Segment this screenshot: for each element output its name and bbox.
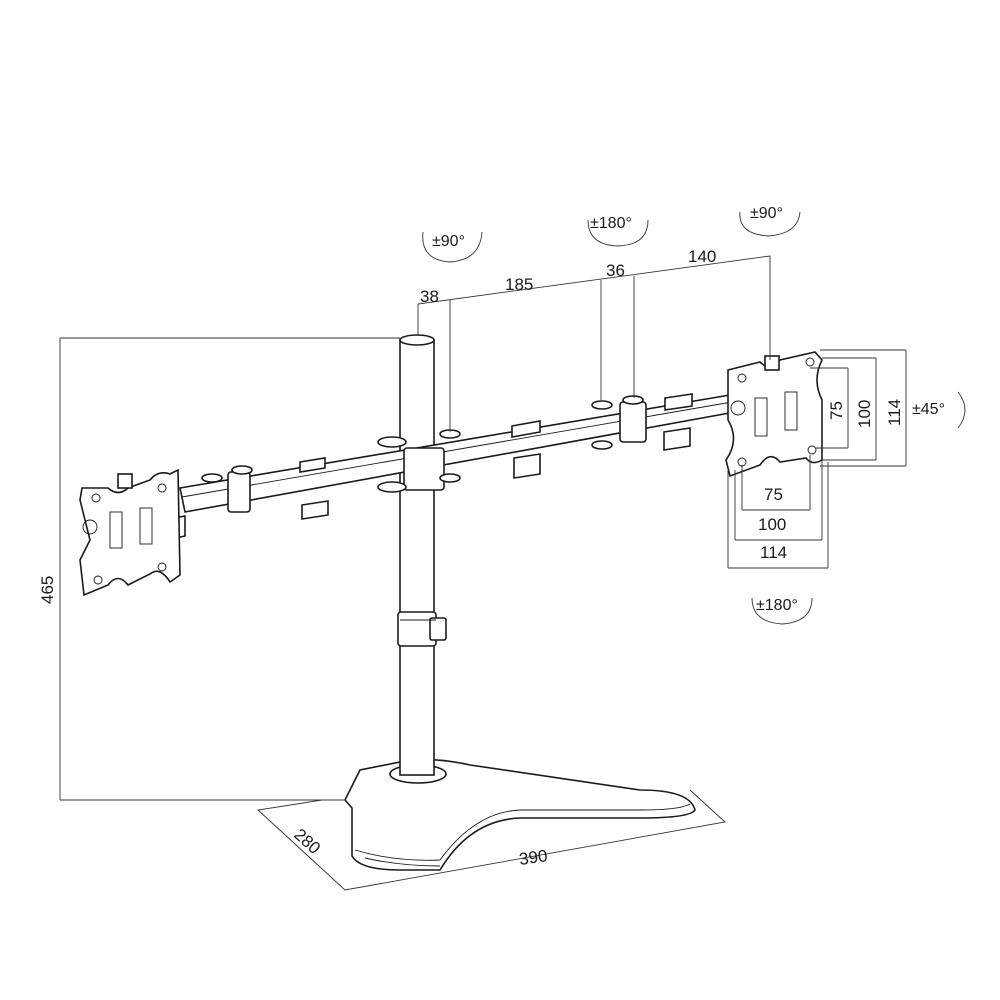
stand-pole — [397, 334, 447, 776]
head-rotate-label: ±45° — [912, 401, 945, 418]
vesa-v100-label: 100 — [855, 400, 874, 428]
left-vesa-plate — [79, 468, 181, 597]
arm-swivel-arrow-icon — [422, 231, 483, 263]
head-swivel-label: ±180° — [756, 597, 798, 614]
forearm-label: 140 — [688, 247, 716, 266]
base-width-label: 390 — [518, 846, 549, 869]
pole-offset-label: 38 — [420, 287, 439, 306]
rotation-labels: ±90° ±180° ±90° ±45° ±180° — [432, 205, 945, 614]
right-vesa-plate — [725, 351, 823, 478]
arm-swivel-label: ±90° — [432, 233, 465, 250]
arm-span-label: 185 — [505, 275, 533, 294]
joint-width-label: 36 — [606, 261, 625, 280]
head-tilt-arrow-icon — [739, 211, 801, 237]
elbow-swivel-arrow-icon — [587, 219, 649, 247]
rotation-arrows — [422, 211, 966, 625]
vesa-h75-label: 75 — [764, 485, 783, 504]
head-tilt-label: ±90° — [750, 205, 783, 222]
height-label: 465 — [38, 576, 57, 604]
dimension-lines — [59, 255, 907, 891]
vesa-h100-label: 100 — [758, 515, 786, 534]
vesa-v75-label: 75 — [827, 401, 846, 420]
head-rotate-arrow-icon — [957, 391, 966, 429]
head-swivel-arrow-icon — [751, 597, 813, 625]
vesa-v114-label: 114 — [885, 399, 904, 426]
base-depth-label: 280 — [290, 825, 324, 858]
elbow-swivel-label: ±180° — [590, 215, 632, 232]
vesa-h114-label: 114 — [760, 543, 787, 562]
